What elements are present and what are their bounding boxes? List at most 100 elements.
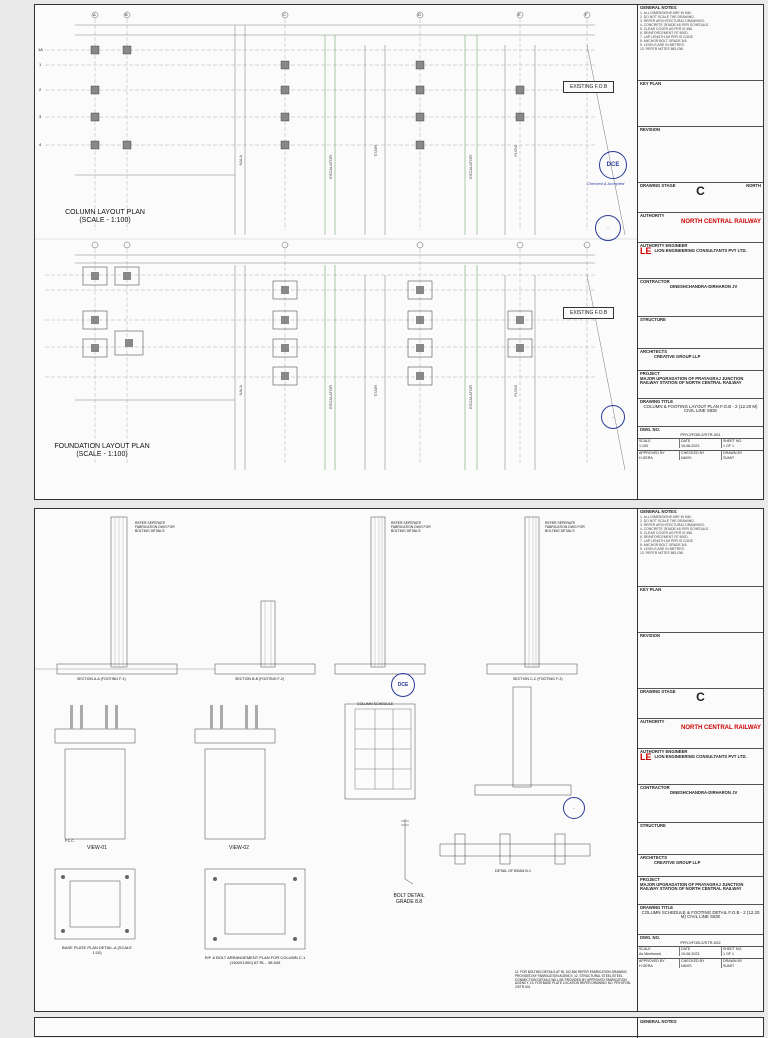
contractor-stamp: ~ — [601, 405, 625, 429]
scale-value-2: As Mentioned — [638, 951, 680, 957]
dwg-no-value-2: PRYJ/FOB-2/STR-002 — [680, 939, 721, 945]
structure-heading: STRUCTURE — [640, 317, 666, 322]
drawing-stage-letter: C — [696, 183, 705, 198]
le-logo-icon-2: LE — [640, 751, 652, 762]
checked-by-heading: CHECKED BY — [680, 451, 722, 456]
drawing-sheet-2: SECTION A-A (FOOTING F-1) SECTION B-B (F… — [34, 508, 764, 1012]
date-value-2: 19-06-2023 — [680, 951, 722, 957]
drawing-title-block: DRAWING TITLE COLUMN & FOOTING LAYOUT PL… — [638, 399, 763, 427]
drawn-by-value: SUMIT — [723, 455, 735, 460]
escalator-label: ESCALATOR — [328, 155, 333, 179]
dwg-no-heading: DWG. NO. — [640, 427, 661, 432]
contractor-heading-2: CONTRACTOR — [640, 785, 670, 790]
drawing-sheet-1: EXISTING F.O.B EXISTING F.O.B ESCALATOR … — [34, 4, 764, 500]
project-name-2: MAJOR UPGRADATION OF PRAYAGRAJ JUNCTION … — [640, 881, 744, 892]
grid-row-2: 2 — [39, 87, 42, 92]
column-schedule-title: COLUMN SCHEDULE — [357, 702, 394, 706]
revision-heading-2: REVISION — [640, 633, 661, 638]
drawing-stage-letter-2: C — [696, 689, 705, 704]
sheet-no-heading: SHEET NO. — [723, 439, 743, 443]
department-stamp: ~ — [595, 215, 621, 241]
grid-col-c: C — [283, 12, 286, 17]
section-b-title: SECTION B-B (FOOTING F-2) — [235, 677, 285, 681]
revision-block-2: REVISION — [638, 633, 763, 689]
grid-col-d: D — [418, 12, 421, 17]
structure-block: STRUCTURE — [638, 317, 763, 349]
section-c-title: SECTION C-C (FOOTING F-3) — [513, 677, 563, 681]
rf-plan-title: R/F & BOLT ARRANGEMENT PLAN FOR COLUMN C… — [204, 955, 306, 965]
approved-by-heading-2: APPROVED BY — [638, 959, 680, 964]
sheet1-drawing-area: EXISTING F.O.B EXISTING F.O.B ESCALATOR … — [35, 5, 637, 499]
authority-engineer-heading-2: AUTHORITY ENGINEER — [640, 749, 688, 754]
bottom-notes: 11. FOR BOLTING DETAILS AT RL 102.560 RE… — [515, 970, 631, 990]
base-plate-title: BASE PLATE PLAN DETAIL-A (SCALE 1:10) — [62, 945, 132, 955]
project-name: MAJOR UPGRADATION OF PRAYAGRAJ JUNCTION … — [640, 375, 744, 386]
authority-engineer-heading: AUTHORITY ENGINEER — [640, 243, 688, 248]
authority-block-2: AUTHORITY NORTH CENTRAL RAILWAY — [638, 719, 763, 749]
dce-stamp-2: DCE — [391, 673, 415, 697]
approved-by-value: H.GERA — [638, 455, 680, 461]
structure-block-2: STRUCTURE — [638, 823, 763, 855]
sheet2-title-block: GENERAL NOTES: 1. ALL DIMENSIONS ARE IN … — [637, 509, 763, 1011]
architects-name: CREATIVE GROUP LLP — [654, 353, 701, 359]
sheet2-drawing-area: SECTION A-A (FOOTING F-1) SECTION B-B (F… — [35, 509, 637, 1011]
department-stamp-2: ~ — [563, 797, 585, 819]
sheet-no-heading-2: SHEET NO. — [723, 947, 743, 951]
structure-heading-2: STRUCTURE — [640, 823, 666, 828]
authority-engineer-block-2: AUTHORITY ENGINEER LE LION ENGINEERING C… — [638, 749, 763, 785]
drawing-title-text: COLUMN & FOOTING LAYOUT PLAN F.O.B - 2 (… — [643, 403, 758, 414]
drawing-title-heading-2: DRAWING TITLE — [640, 905, 674, 910]
sheet-no-value: 1 OF 1 — [723, 443, 734, 448]
column-layout-plan-title: COLUMN LAYOUT PLAN (SCALE - 1:100) — [65, 209, 145, 224]
scale-heading-2: SCALE — [638, 947, 680, 952]
le-logo-icon: LE — [640, 245, 652, 256]
pcc-label: P.C.C. — [65, 839, 75, 843]
key-plan-heading: KEY PLAN — [640, 81, 662, 86]
stair-label-2: STAIR — [373, 385, 378, 397]
authority-engineer-name: LION ENGINEERING CONSULTANTS PVT LTD. — [654, 247, 747, 253]
sheet2-detail-lines — [35, 516, 591, 950]
refer-note-3: REFER SEPERATE FABRICATION DWG FOR BOLTI… — [545, 521, 585, 533]
authority-engineer-name-2: LION ENGINEERING CONSULTANTS PVT LTD. — [654, 753, 747, 759]
date-value: 19-06-2023 — [680, 443, 722, 449]
authority-engineer-block: AUTHORITY ENGINEER LE LION ENGINEERING C… — [638, 243, 763, 279]
contractor-name: DINESHCHANDRA-DIRHARON JV — [670, 283, 738, 289]
drawn-by-heading: DRAWN BY — [723, 451, 743, 455]
grid-col-b: B — [125, 12, 128, 17]
revision-block: REVISION — [638, 127, 763, 183]
existing-fob-label-top: EXISTING F.O.B — [563, 81, 615, 93]
key-plan-block-2: KEY PLAN — [638, 587, 763, 633]
sheet1-plan-lines — [35, 11, 637, 471]
dce-stamp: DCE — [599, 151, 627, 179]
contractor-block: CONTRACTOR DINESHCHANDRA-DIRHARON JV — [638, 279, 763, 317]
bolt-detail-title: BOLT DETAIL GRADE 8.8 — [393, 893, 425, 905]
foundation-layout-plan-title: FOUNDATION LAYOUT PLAN (SCALE - 1:100) — [54, 443, 150, 458]
view-02-title: VIEW-02 — [229, 845, 249, 851]
architects-block: ARCHITECTS CREATIVE GROUP LLP — [638, 349, 763, 371]
grid-col-f: F — [585, 12, 588, 17]
scale-heading: SCALE — [638, 439, 680, 444]
escalator-label-3: ESCALATOR — [328, 385, 333, 409]
sheet1-title-block: GENERAL NOTES: 1. ALL DIMENSIONS ARE IN … — [637, 5, 763, 499]
flow-label-2: FLOW — [513, 385, 518, 397]
drawing-stage-heading: DRAWING STAGE — [640, 183, 676, 188]
general-notes-heading-2: GENERAL NOTES: — [640, 509, 678, 514]
view-01-title: VIEW-01 — [87, 845, 107, 851]
project-heading-2: PROJECT — [640, 877, 660, 882]
refer-note-2: REFER SEPERATE FABRICATION DWG FOR BOLTI… — [391, 521, 431, 533]
grid-col-e: E — [518, 12, 521, 17]
project-heading: PROJECT — [640, 371, 660, 376]
drawing-stage-block-2: DRAWING STAGE C — [638, 689, 763, 719]
drawing-stage-heading-2: DRAWING STAGE — [640, 689, 676, 694]
dwg-no-block-2: DWG. NO. PRYJ/FOB-2/STR-002 — [638, 935, 763, 947]
drawn-by-heading-2: DRAWN BY — [723, 959, 743, 963]
date-heading: DATE — [680, 439, 722, 444]
authority-heading-2: AUTHORITY — [640, 719, 665, 724]
sheet-no-value-2: 1 OF 1 — [723, 951, 734, 956]
contractor-name-2: DINESHCHANDRA-DIRHARON JV — [670, 789, 738, 795]
checked-by-value: NAVIS — [680, 455, 722, 461]
